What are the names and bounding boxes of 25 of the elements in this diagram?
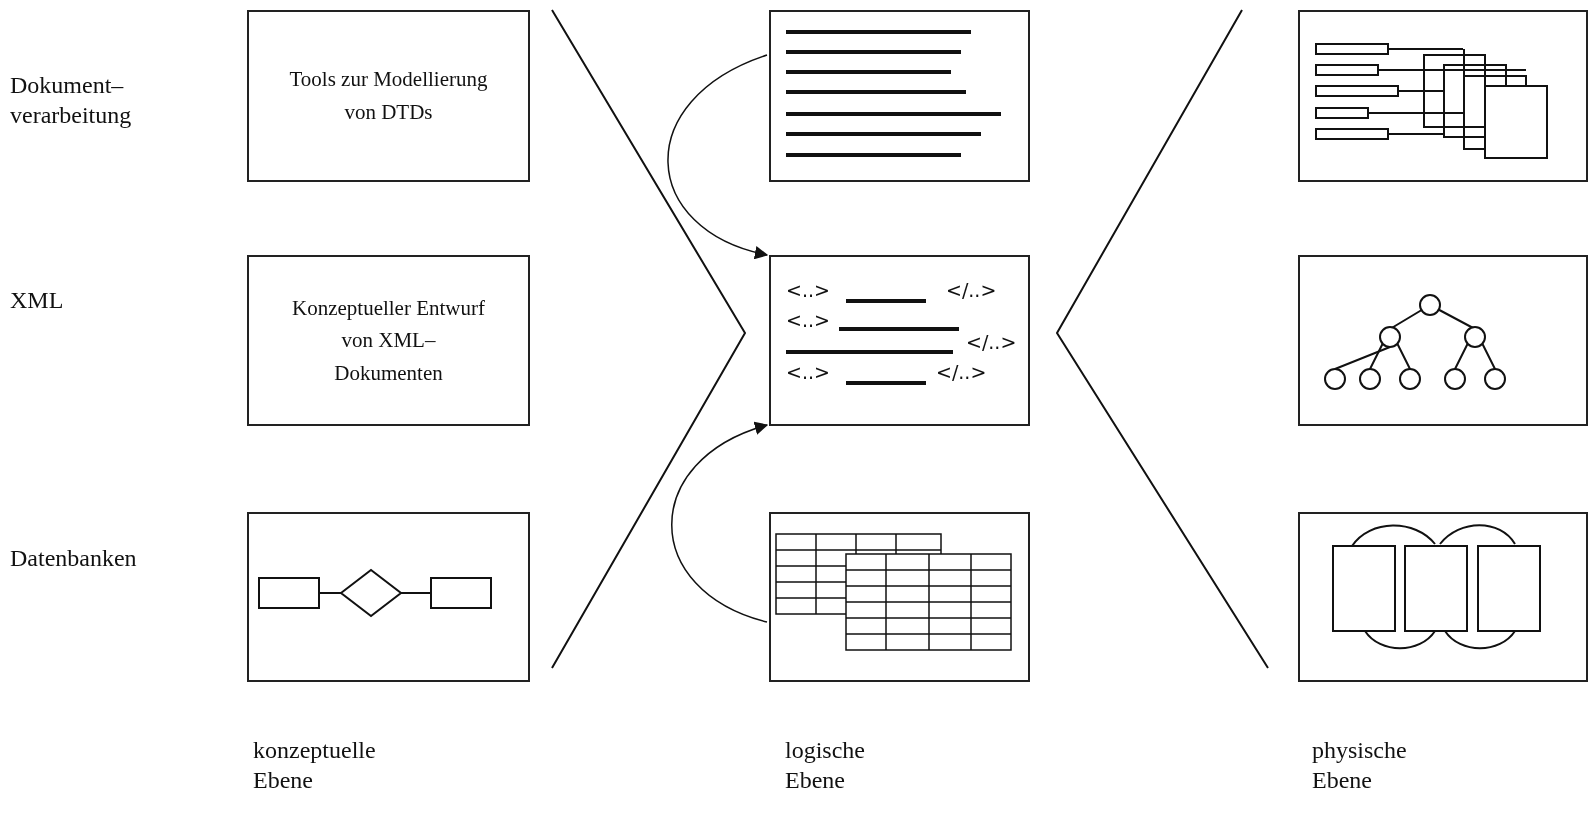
tag-text: <..> [786, 361, 830, 383]
tag-text: </..> [936, 361, 987, 383]
column-label: konzeptuelle Ebene [253, 736, 377, 795]
curved-arrow [671, 422, 769, 623]
row-label: XML [10, 286, 65, 315]
text-box [247, 255, 530, 426]
row-label: Datenbanken [10, 544, 138, 573]
picture-box [1298, 255, 1588, 426]
column-label: logische Ebene [785, 736, 866, 795]
picture-box [247, 512, 530, 682]
row-label: Dokument– verarbeitung [10, 71, 133, 130]
tag-text: </..> [966, 331, 1017, 353]
column-label: physische Ebene [1312, 736, 1408, 795]
text-box [247, 10, 530, 182]
picture-box [1298, 512, 1588, 682]
box-text: Konzeptueller Entwurf von XML– Dokumenten [291, 294, 486, 387]
picture-box [769, 10, 1030, 182]
tag-text: <..> [786, 279, 830, 301]
tag-text: <..> [786, 309, 830, 331]
picture-box [1298, 10, 1588, 182]
picture-box [769, 512, 1030, 682]
text-box [769, 255, 1030, 426]
tag-text: </..> [946, 279, 997, 301]
box-text: Tools zur Modellierung von DTDs [288, 66, 489, 126]
curved-arrow [667, 54, 769, 259]
